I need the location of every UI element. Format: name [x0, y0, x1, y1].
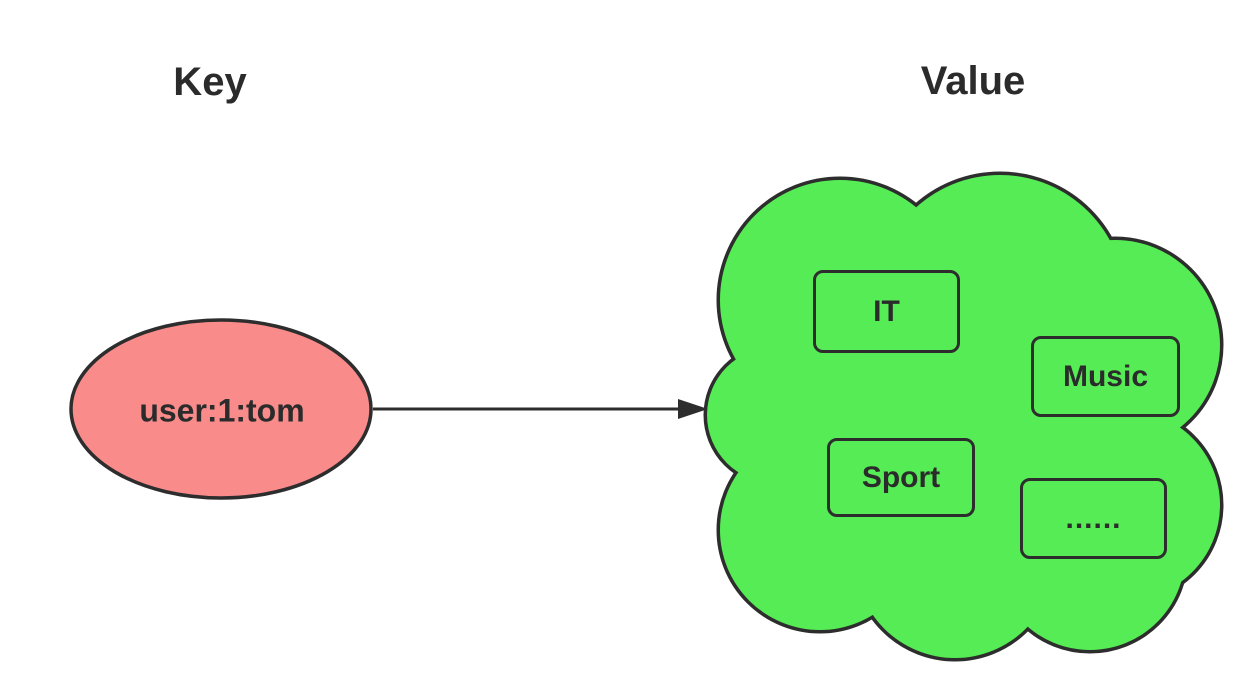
value-item-it: IT: [813, 270, 960, 353]
value-item-label: Music: [1062, 359, 1149, 393]
value-item-sport: Sport: [827, 438, 975, 517]
arrow-head-icon: [678, 399, 708, 419]
value-item-label: ......: [1065, 501, 1122, 535]
value-heading: Value: [920, 59, 1026, 103]
key-ellipse: [69, 318, 373, 500]
key-to-value-arrow: [373, 399, 708, 419]
value-item-music: Music: [1031, 336, 1180, 417]
key-heading: Key: [173, 60, 247, 104]
key-node-label: user:1:tom: [139, 392, 305, 429]
value-item-more: ......: [1020, 478, 1167, 559]
value-item-label: Sport: [861, 460, 941, 494]
value-item-label: IT: [873, 294, 900, 328]
